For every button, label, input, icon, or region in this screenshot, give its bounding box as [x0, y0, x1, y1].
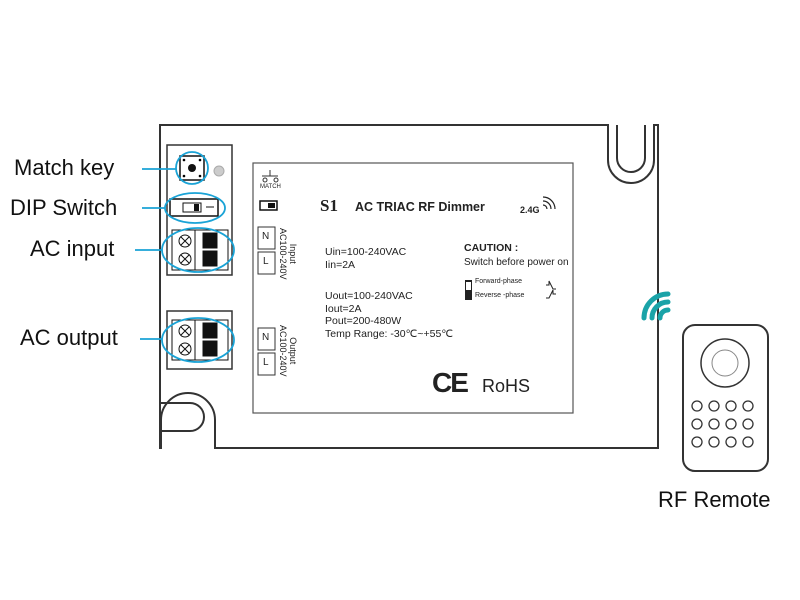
ac-output-terminal	[171, 319, 229, 361]
output-l-label: L	[263, 357, 269, 368]
callout-ac-input: AC input	[30, 236, 115, 261]
input-n-label: N	[262, 231, 270, 242]
match-key-highlight	[175, 151, 209, 185]
phase-switch-icon	[465, 280, 472, 300]
wireless-signal-icon	[641, 291, 671, 321]
ac-output-highlight	[161, 317, 235, 363]
forward-phase-wave-icon	[546, 280, 556, 290]
remote-buttons	[691, 400, 754, 448]
callout-ac-output: AC output	[20, 325, 118, 350]
product-title: AC TRIAC RF Dimmer	[355, 200, 485, 214]
reverse-phase-label: Reverse -phase	[475, 292, 525, 299]
caution-text: Switch before power on	[464, 257, 569, 268]
model-name: S1	[320, 196, 338, 215]
callout-dip-switch: DIP Switch	[10, 195, 118, 220]
match-label: MATCH	[260, 184, 281, 190]
band-label: 2.4G	[520, 205, 540, 215]
input-l-label: L	[263, 256, 269, 267]
forward-phase-label: Forward-phase	[475, 278, 523, 285]
match-symbol-icon	[262, 170, 279, 183]
caution-title: CAUTION :	[464, 242, 519, 254]
device-enclosure	[159, 124, 659, 449]
output-n-label: N	[262, 332, 270, 343]
label-panel	[252, 162, 574, 414]
rf-remote	[682, 324, 769, 472]
dip-switch	[169, 198, 219, 217]
rohs-mark: RoHS	[482, 376, 531, 396]
callout-match-key: Match key	[14, 155, 115, 180]
dip-symbol-icon	[259, 200, 278, 211]
ce-mark: CE	[432, 367, 469, 398]
callout-rf-remote: RF Remote	[658, 487, 771, 512]
reverse-phase-wave-icon	[546, 289, 556, 299]
ac-input-terminal	[171, 229, 229, 271]
led-indicator	[213, 165, 225, 177]
signal-icon	[542, 196, 556, 210]
match-key-button	[179, 155, 205, 181]
